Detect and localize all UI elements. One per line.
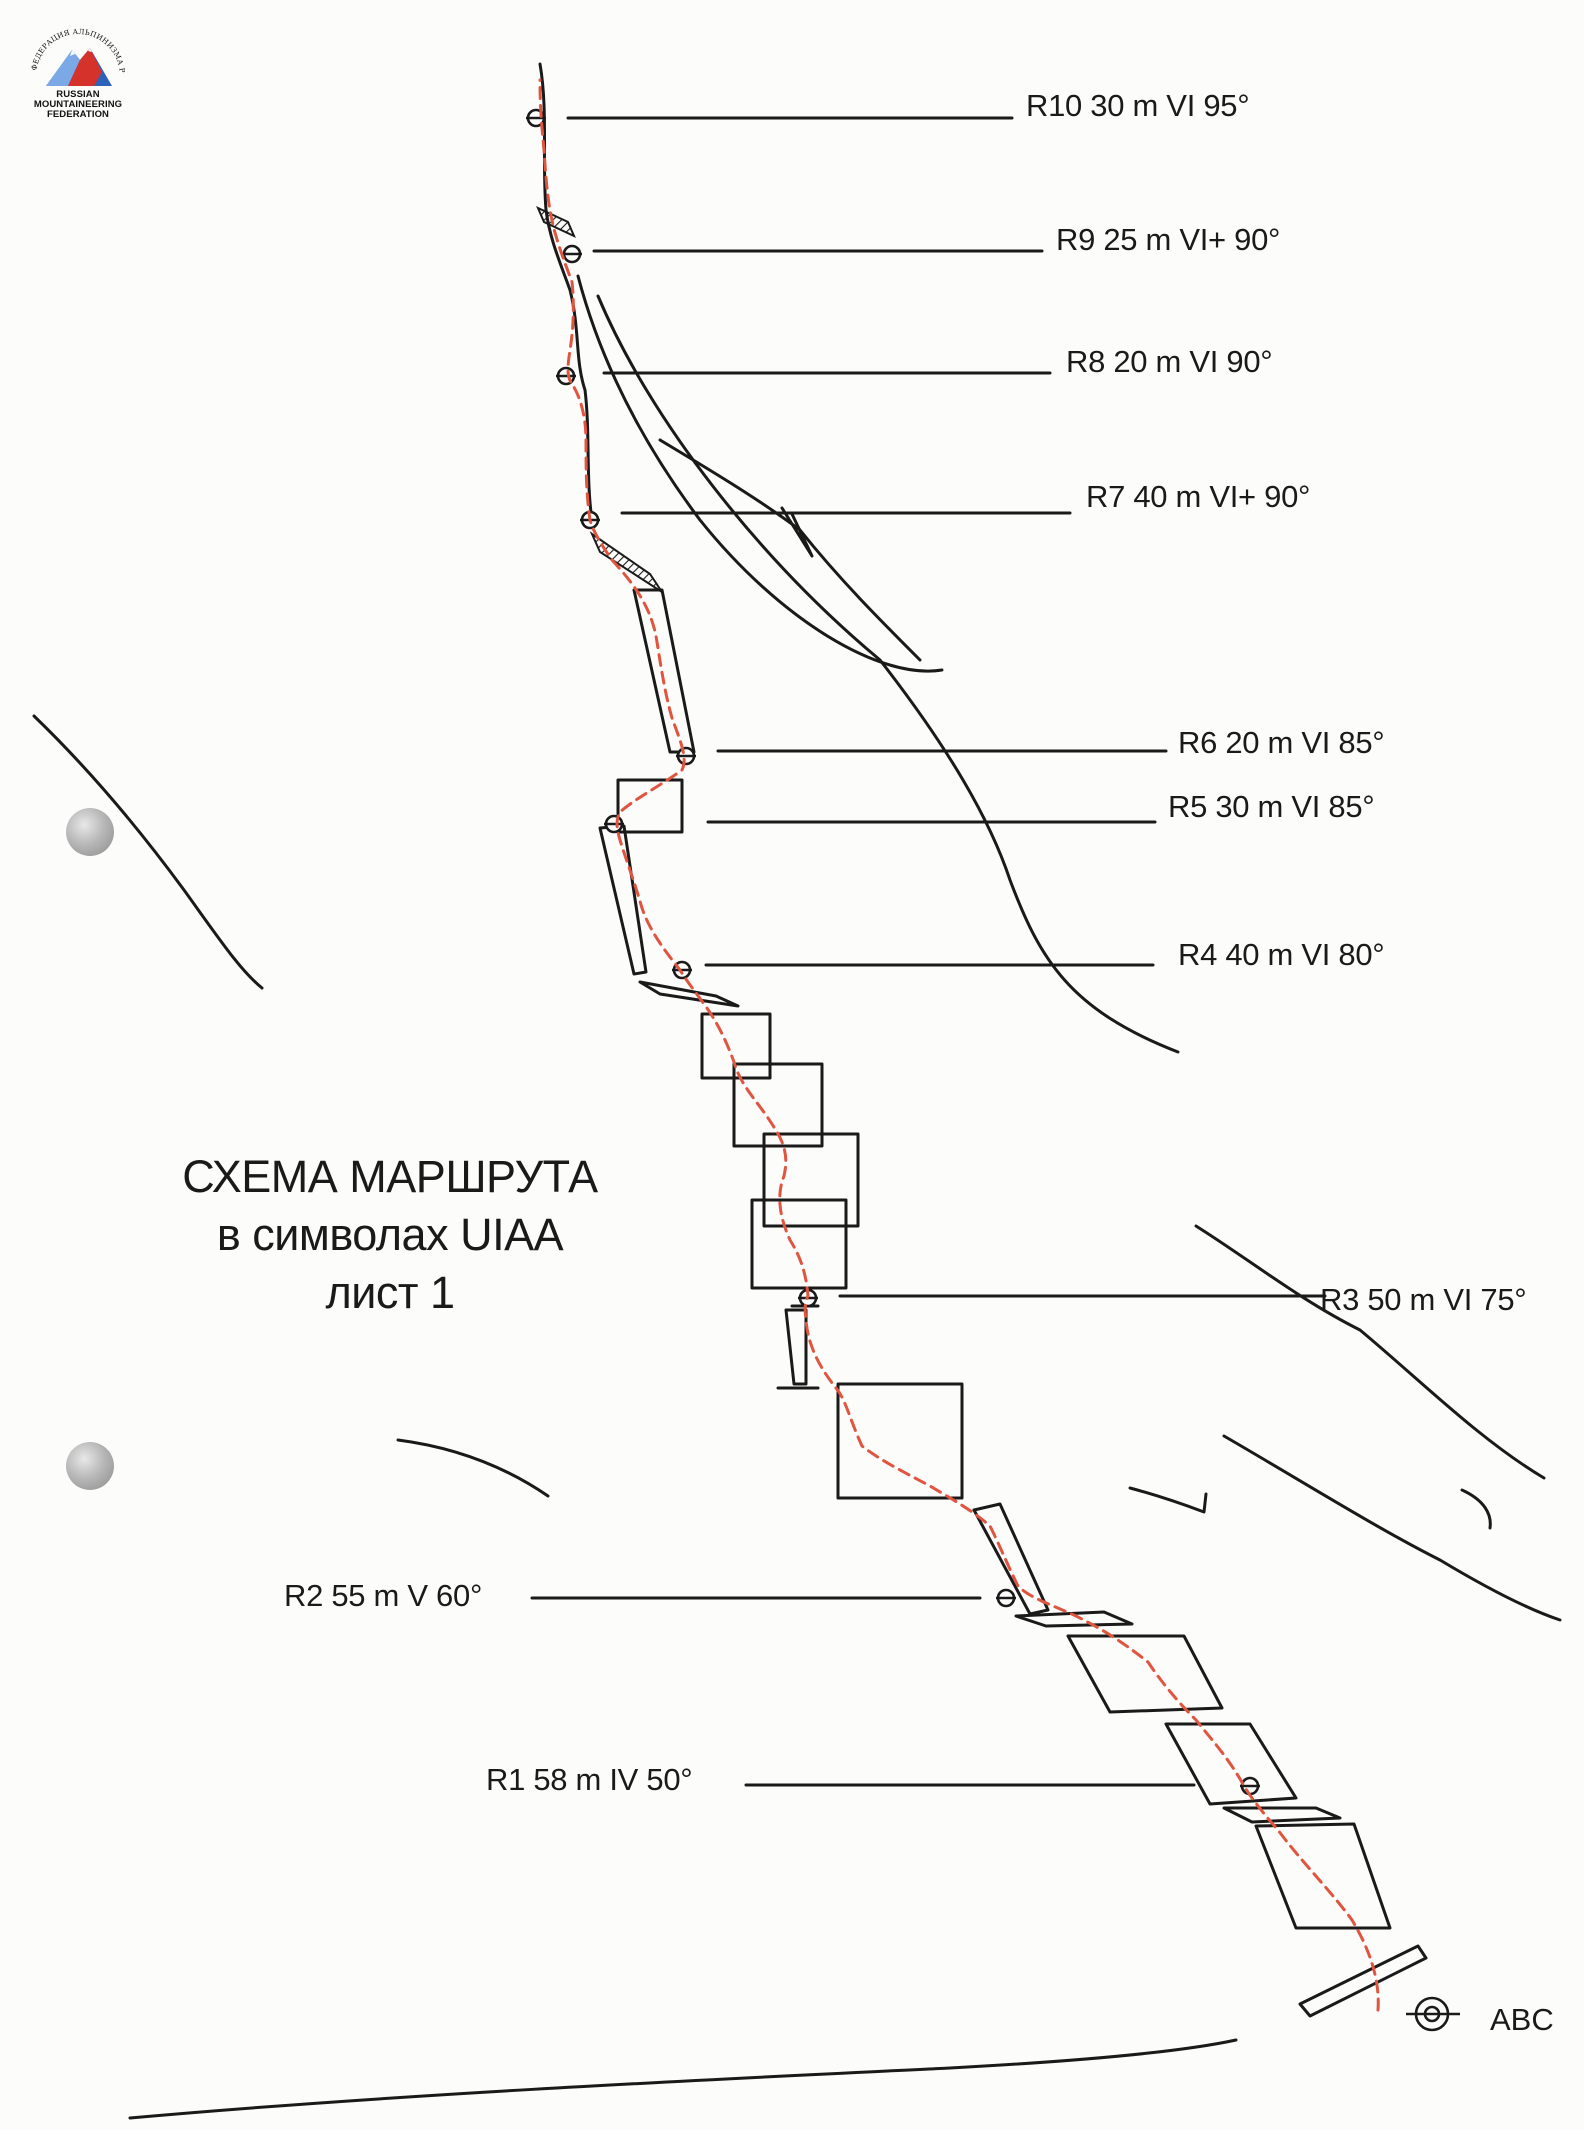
logo-line-1: RUSSIAN xyxy=(56,89,100,100)
block-r2-a xyxy=(1066,1634,1224,1714)
overhang-r9 xyxy=(536,205,576,239)
pitch-label-r5: R5 30 m VI 85° xyxy=(1168,789,1375,824)
route-scheme-title: СХЕМА МАРШРУТА в символах UIAA лист 1 xyxy=(120,1148,660,1322)
terrain-line-mid xyxy=(396,1438,550,1498)
logo-line-2: MOUNTAINEERING xyxy=(33,99,123,110)
slab-r4 xyxy=(638,980,740,1008)
slab-r2 xyxy=(1014,1610,1134,1628)
dihedral-main-line xyxy=(596,294,1180,1054)
pillar-r2 xyxy=(972,1502,1050,1616)
belay-r2-icon xyxy=(996,1588,1016,1608)
terrain-line-right-2 xyxy=(1222,1434,1562,1622)
pillar-r3 xyxy=(784,1308,808,1386)
terrain-line-bottom xyxy=(128,2038,1238,2120)
title-line-1: СХЕМА МАРШРУТА xyxy=(182,1151,598,1202)
wall-outline xyxy=(538,62,594,522)
slab-r1 xyxy=(1222,1806,1342,1824)
belay-r9-icon xyxy=(562,244,582,264)
terrain-line-right-1 xyxy=(1194,1224,1546,1480)
rmf-logo-emblem-icon: ФЕДЕРАЦИЯ АЛЬПИНИЗМА РОССИИ xyxy=(19,13,127,86)
pitch-label-r1: R1 58 m IV 50° xyxy=(486,1762,693,1797)
terrain-arc-right xyxy=(1460,1488,1492,1530)
rmf-logo: ФЕДЕРАЦИЯ АЛЬПИНИЗМА РОССИИ RUSSIAN MOUN… xyxy=(19,13,134,124)
punch-hole-top xyxy=(66,808,114,856)
flake-mark xyxy=(780,506,814,558)
pillar-r7 xyxy=(632,588,696,754)
block-r4-d xyxy=(750,1198,848,1290)
slab-start xyxy=(1298,1944,1428,2018)
couloir-line xyxy=(658,438,922,662)
block-r2-b xyxy=(1164,1722,1298,1806)
belay-r5-icon xyxy=(604,814,624,834)
title-line-3: лист 1 xyxy=(325,1267,455,1318)
pitch-label-r4: R4 40 m VI 80° xyxy=(1178,937,1385,972)
start-label-abc: ABC xyxy=(1490,2002,1554,2037)
pillar-r5 xyxy=(598,824,648,976)
title-line-2: в символах UIAA xyxy=(216,1209,564,1260)
belay-r6-icon xyxy=(676,746,696,766)
block-r3 xyxy=(836,1382,964,1500)
block-r5 xyxy=(616,778,684,834)
terrain-line-left xyxy=(32,714,264,990)
belay-r1-icon xyxy=(1240,1776,1260,1796)
overhang-r7 xyxy=(589,531,663,593)
pitch-label-r3: R3 50 m VI 75° xyxy=(1320,1282,1527,1317)
pitch-label-r7: R7 40 m VI+ 90° xyxy=(1086,479,1311,514)
pitch-label-r9: R9 25 m VI+ 90° xyxy=(1056,222,1281,257)
dihedral-left-line xyxy=(576,274,944,673)
terrain-line-small xyxy=(1128,1486,1208,1514)
route-line xyxy=(538,78,1380,2012)
block-r1 xyxy=(1254,1822,1392,1930)
logo-line-3: FEDERATION xyxy=(46,109,110,120)
belay-r8-icon xyxy=(556,366,576,386)
punch-hole-bottom xyxy=(66,1442,114,1490)
pitch-label-r8: R8 20 m VI 90° xyxy=(1066,344,1273,379)
block-r4-b xyxy=(732,1062,824,1148)
pitch-label-r2: R2 55 m V 60° xyxy=(284,1578,483,1613)
pitch-label-r10: R10 30 m VI 95° xyxy=(1026,88,1250,123)
pitch-label-r6: R6 20 m VI 85° xyxy=(1178,725,1385,760)
block-r4-c xyxy=(762,1132,860,1228)
block-r4-a xyxy=(700,1012,772,1080)
abc-target-icon xyxy=(1406,1996,1460,2032)
